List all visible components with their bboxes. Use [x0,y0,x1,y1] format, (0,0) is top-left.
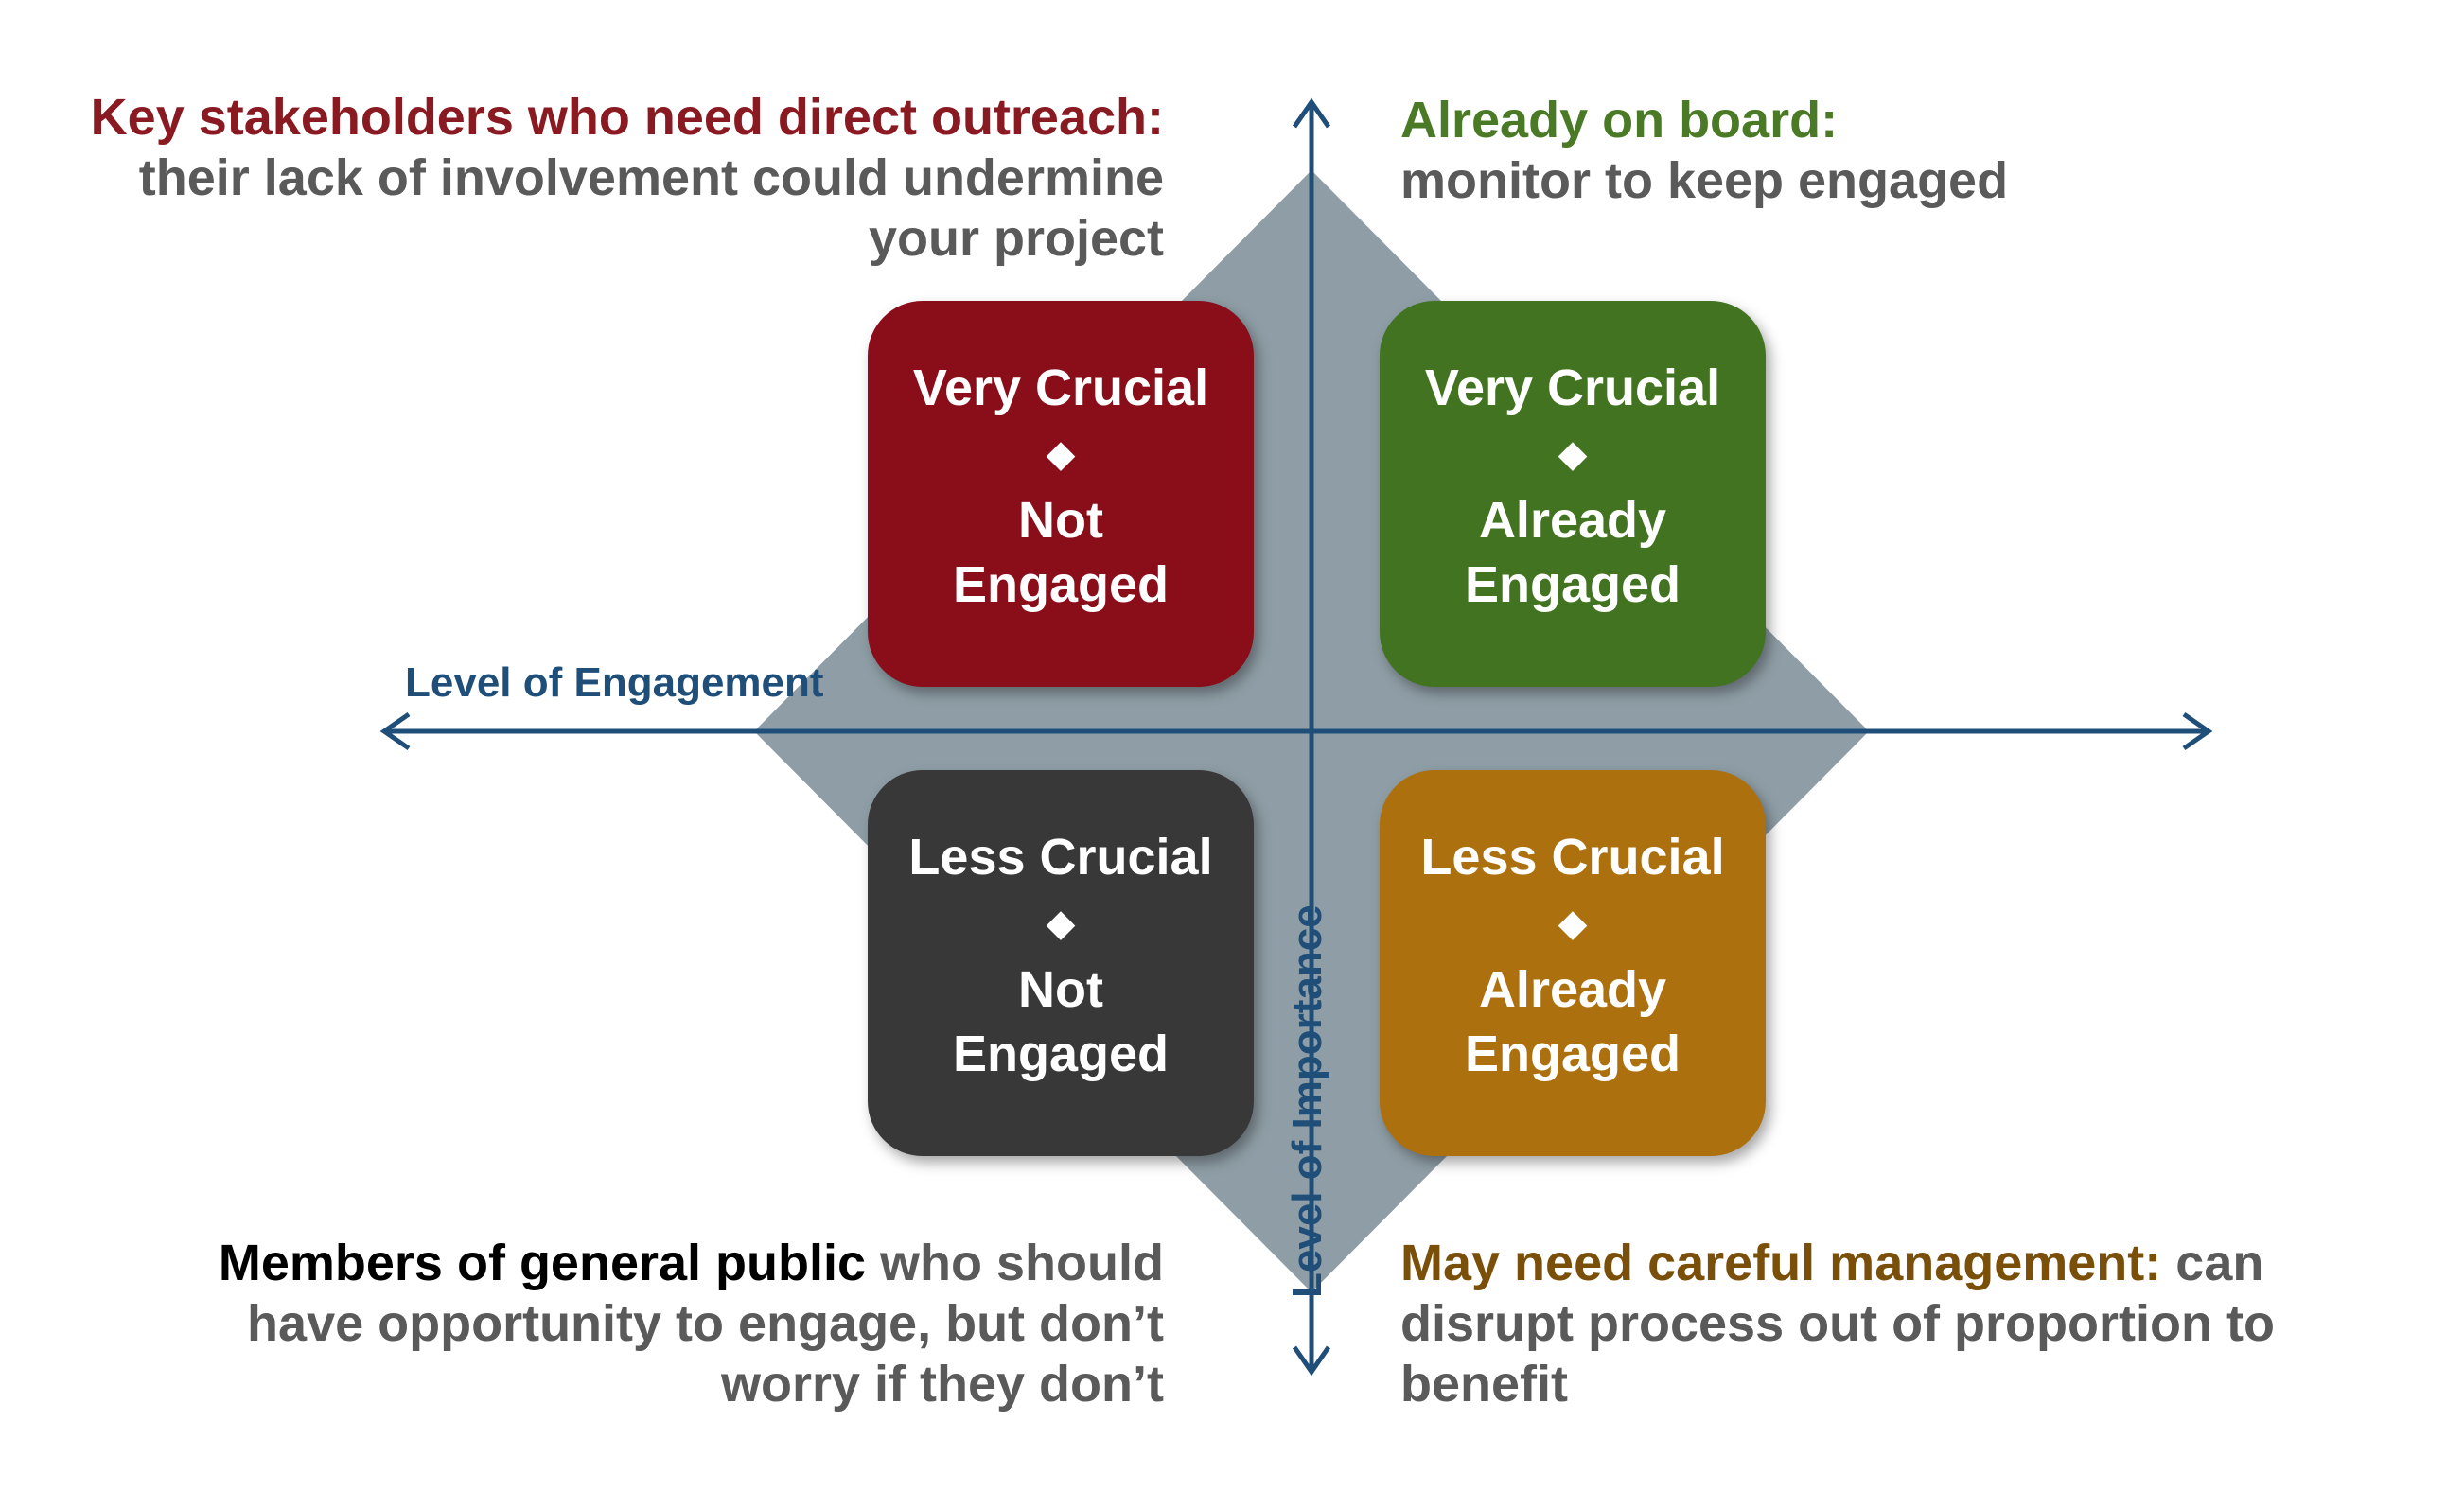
quadrant-top-label: Very Crucial [1424,360,1721,416]
quadrant-less-crucial-already-engaged: Less Crucial ◆ Already Engaged [1380,770,1766,1156]
quadrant-top-label: Less Crucial [1420,829,1725,886]
y-axis-bottom-arrowhead [1292,1345,1331,1377]
callout-body: who should have opportunity to engage, b… [247,1235,1164,1412]
callout-general-public: Members of general public who should hav… [132,1233,1164,1414]
callout-lead: Already on board: [1400,92,1839,149]
quadrant-very-crucial-not-engaged: Very Crucial ◆ Not Engaged [868,301,1254,687]
quadrant-top-label: Less Crucial [908,829,1213,886]
x-axis-left-arrowhead [379,711,411,751]
callout-lead: Key stakeholders who need direct outreac… [90,89,1164,146]
quadrant-bottom-label: Already Engaged [1464,492,1681,613]
callout-already-on-board: Already on board: monitor to keep engage… [1400,90,2347,211]
diamond-separator-icon: ◆ [1558,433,1588,475]
quadrant-bottom-label: Not Engaged [952,492,1170,613]
x-axis-label: Level of Engagement [405,659,824,706]
diamond-separator-icon: ◆ [1046,433,1076,475]
callout-body: their lack of involvement could undermin… [138,149,1164,267]
diamond-separator-icon: ◆ [1046,903,1076,944]
quadrant-top-label: Very Crucial [912,360,1209,416]
callout-lead: May need careful management: [1400,1235,2162,1291]
quadrant-very-crucial-already-engaged: Very Crucial ◆ Already Engaged [1380,301,1766,687]
quadrant-bottom-label: Already Engaged [1464,961,1681,1082]
y-axis-top-arrowhead [1292,97,1331,129]
callout-lead: Members of general public [218,1235,867,1291]
callout-careful-management: May need careful management: can disrupt… [1400,1233,2347,1414]
callout-body: monitor to keep engaged [1400,152,2009,209]
axes [379,97,2213,1377]
callout-key-stakeholders: Key stakeholders who need direct outreac… [85,87,1164,269]
y-axis-label: Level of Importance [1284,904,1330,1298]
callout-body: can disrupt process out of proportion to… [1400,1235,2275,1412]
quadrant-less-crucial-not-engaged: Less Crucial ◆ Not Engaged [868,770,1254,1156]
x-axis-right-arrowhead [2182,711,2213,751]
diamond-separator-icon: ◆ [1558,903,1588,944]
quadrant-bottom-label: Not Engaged [952,961,1170,1082]
